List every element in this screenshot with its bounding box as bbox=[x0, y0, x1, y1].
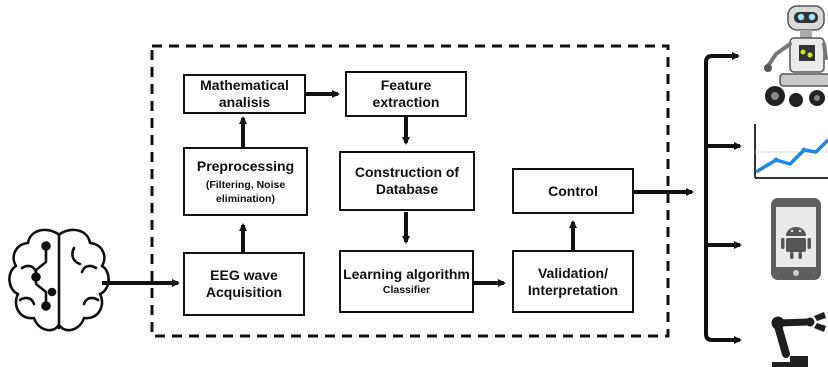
android-phone-icon bbox=[771, 198, 821, 280]
preprocessing-sublabel: (Filtering, Noise elimination) bbox=[205, 178, 286, 205]
validation-interpretation-box: Validation/ Interpretation bbox=[512, 250, 634, 313]
mathematical-analysis-box: Mathematical analisis bbox=[183, 74, 306, 114]
learning-algorithm-sublabel: Classifier bbox=[382, 284, 431, 296]
processing-boundary bbox=[150, 44, 670, 338]
construction-of-database-label: Construction of Database bbox=[354, 164, 460, 197]
line-chart-icon bbox=[754, 124, 828, 179]
arrow-to-robot bbox=[704, 52, 740, 63]
feature-extraction-label: Feature extraction bbox=[372, 77, 440, 110]
control-box: Control bbox=[512, 168, 634, 214]
feature-extraction-box: Feature extraction bbox=[345, 71, 467, 117]
mathematical-analysis-label: Mathematical analisis bbox=[200, 77, 289, 110]
learning-algorithm-label: Learning algorithm bbox=[343, 266, 470, 282]
control-label: Control bbox=[548, 182, 598, 199]
eeg-acquisition-label: EEG wave Acquisition bbox=[205, 267, 283, 300]
arrow-to-robotic-arm bbox=[704, 333, 742, 344]
brain-icon bbox=[8, 228, 110, 332]
robotic-arm-icon bbox=[771, 312, 826, 367]
preprocessing-label: Preprocessing bbox=[196, 157, 295, 174]
validation-interpretation-label: Validation/ Interpretation bbox=[527, 264, 619, 298]
eeg-acquisition-box: EEG wave Acquisition bbox=[183, 252, 305, 316]
preprocessing-box: Preprocessing (Filtering, Noise eliminat… bbox=[183, 147, 308, 216]
robot-icon bbox=[764, 5, 828, 107]
construction-of-database-box: Construction of Database bbox=[339, 151, 475, 211]
learning-algorithm-box: Learning algorithm Classifier bbox=[339, 250, 474, 313]
